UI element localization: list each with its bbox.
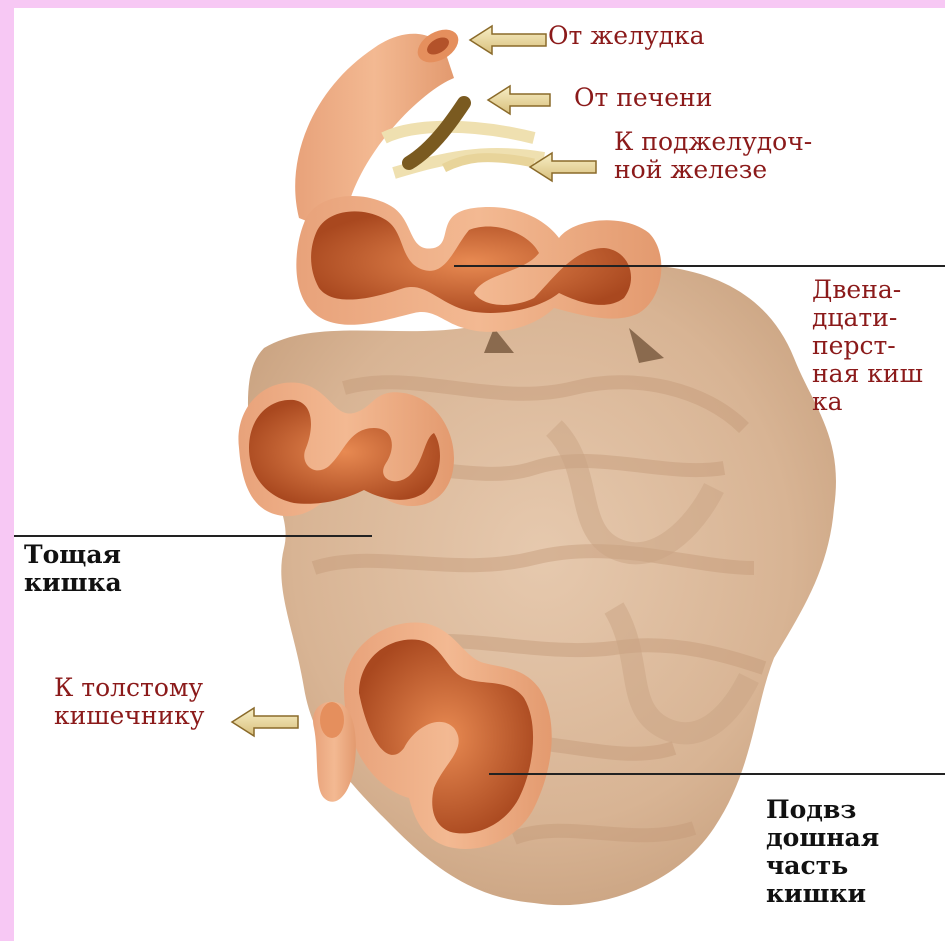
intestine-mass <box>248 267 836 905</box>
label-jejunum: Тощая кишка <box>24 541 122 597</box>
label-from-stomach: От желудка <box>548 22 705 50</box>
label-from-liver: От печени <box>574 84 712 112</box>
label-ileum: Подвз дошная часть кишки <box>766 796 879 908</box>
arrow-left-icon <box>470 26 546 54</box>
duodenum-section <box>296 196 661 332</box>
bile-ducts <box>384 103 544 173</box>
label-to-pancreas: К поджелудоч- ной железе <box>614 128 812 184</box>
label-to-colon: К толстому кишечнику <box>54 674 205 730</box>
arrow-left-icon <box>232 708 298 736</box>
intestine-coils <box>248 267 836 905</box>
label-duodenum: Двена- дцати- перст- ная киш ка <box>812 276 923 416</box>
arrow-left-icon <box>488 86 550 114</box>
diagram-canvas: От желудка От печени К поджелудоч- ной ж… <box>14 8 945 941</box>
